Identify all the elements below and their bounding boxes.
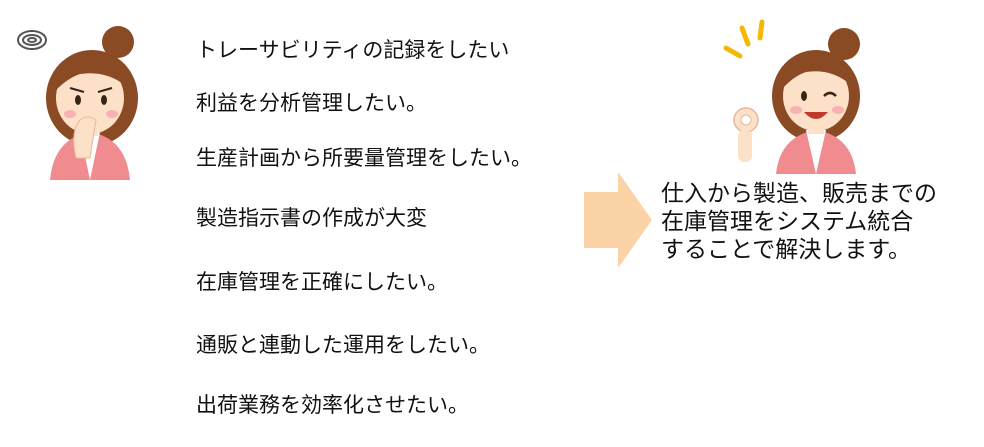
right-arrow-icon — [584, 172, 652, 268]
solution-line: することで解決します。 — [661, 237, 912, 263]
worry-scribble-icon — [17, 30, 47, 50]
ok-sign-woman-icon — [723, 19, 860, 174]
worried-woman-icon — [17, 26, 138, 180]
solution-text: 仕入から製造、販売までの 在庫管理をシステム統合 することで解決します。 — [661, 180, 937, 264]
concern-item: 出荷業務を効率化させたい。 — [196, 393, 469, 417]
concern-item: 利益を分析管理したい。 — [196, 91, 427, 115]
concern-item: 通販と連動した運用をしたい。 — [196, 333, 490, 357]
solution-line: 在庫管理をシステム統合 — [661, 209, 914, 235]
sparkle-icon — [723, 19, 765, 59]
concern-item: 在庫管理を正確にしたい。 — [196, 270, 448, 294]
concern-item: 生産計画から所要量管理をしたい。 — [196, 146, 532, 170]
concern-item: トレーサビリティの記録をしたい — [196, 38, 510, 62]
concern-item: 製造指示書の作成が大変 — [196, 206, 427, 230]
solution-line: 仕入から製造、販売までの — [661, 181, 937, 207]
